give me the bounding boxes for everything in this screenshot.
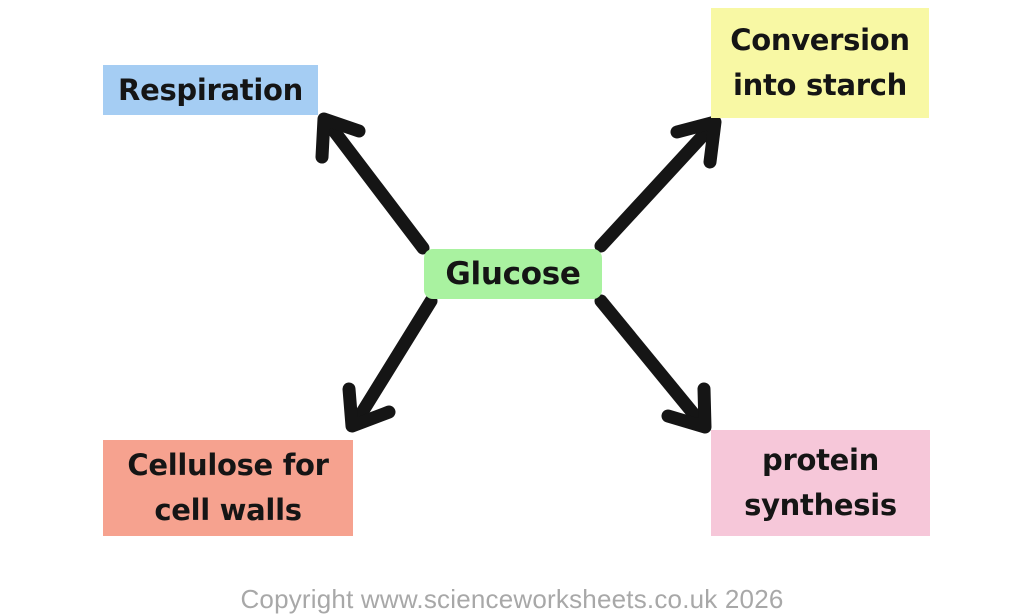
node-glucose-center: Glucose [424, 249, 602, 299]
node-cellulose-for-cell-walls: Cellulose for cell walls [103, 440, 353, 536]
arrow-to-respiration-icon [315, 112, 430, 255]
node-respiration: Respiration [103, 65, 318, 115]
arrow-to-cellulose-icon [342, 294, 438, 433]
arrow-to-conversion-icon [594, 115, 722, 253]
arrow-to-protein-icon [594, 294, 712, 434]
node-conversion-into-starch: Conversion into starch [711, 8, 929, 118]
copyright-text: Copyright www.scienceworksheets.co.uk 20… [240, 584, 784, 614]
node-protein-synthesis: protein synthesis [711, 430, 930, 536]
